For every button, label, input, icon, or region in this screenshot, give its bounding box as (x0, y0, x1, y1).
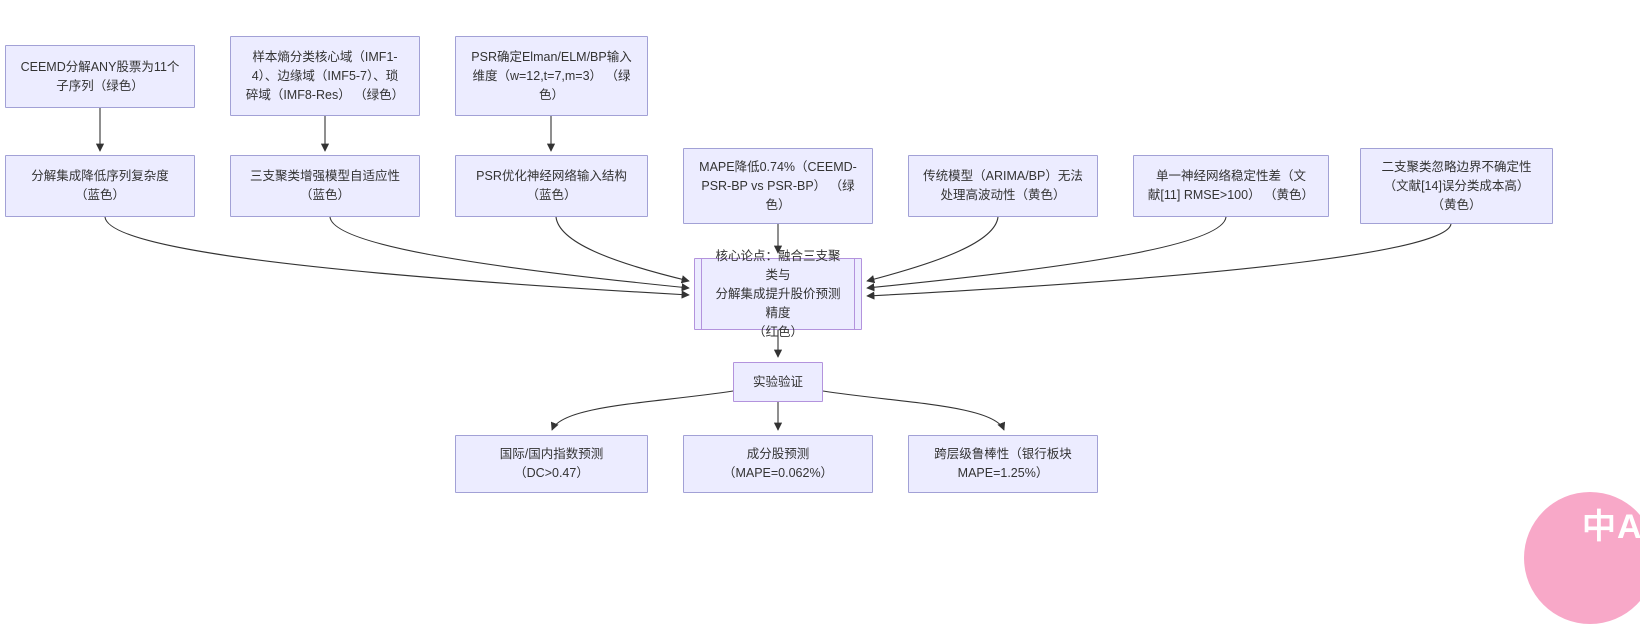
subroutine-left-bar (701, 259, 702, 329)
edge-layer (95, 108, 1452, 431)
edge-singlenn-to-core (866, 216, 1227, 292)
node-single-nn-label: 单一神经网络稳定性差（文 献[11] RMSE>100） （黄色） (1147, 169, 1315, 202)
node-psr-dimension: PSR确定Elman/ELM/BP输入 维度（w=12,t=7,m=3） （绿 … (455, 36, 648, 116)
edge-decomp-to-core (104, 216, 690, 299)
node-cross-level-robustness: 跨层级鲁棒性（银行板块 MAPE=1.25%） (908, 435, 1098, 493)
node-stock-pred-label: 成分股预测 （MAPE=0.062%） (722, 447, 834, 480)
node-three-way-label: 三支聚类增强模型自适应性 （蓝色） (249, 169, 400, 202)
node-experiment-label: 实验验证 (752, 374, 803, 389)
node-mape-label: MAPE降低0.74%（CEEMD- PSR-BP vs PSR-BP） （绿 … (699, 159, 857, 212)
edge-twoway-to-core (866, 223, 1452, 300)
node-robustness-label: 跨层级鲁棒性（银行板块 MAPE=1.25%） (934, 447, 1072, 480)
node-entropy-label: 样本熵分类核心域（IMF1- 4）、边缘域（IMF5-7）、琐 碎域（IMF8-… (245, 49, 405, 102)
node-psr-dim-label: PSR确定Elman/ELM/BP输入 维度（w=12,t=7,m=3） （绿 … (471, 49, 632, 102)
node-mape-reduction: MAPE降低0.74%（CEEMD- PSR-BP vs PSR-BP） （绿 … (683, 148, 873, 224)
node-psr-optimization: PSR优化神经网络输入结构 （蓝色） (455, 155, 648, 217)
flowchart-canvas: CEEMD分解ANY股票为11个 子序列（绿色） 样本熵分类核心域（IMF1- … (5, 36, 1640, 624)
node-index-pred-label: 国际/国内指数预测 （DC>0.47） (499, 447, 604, 480)
node-single-nn-instability: 单一神经网络稳定性差（文 献[11] RMSE>100） （黄色） (1133, 155, 1329, 217)
edge-experiment-to-indexpred (550, 390, 734, 431)
translate-logo-bubble[interactable]: 中A (1524, 492, 1640, 624)
node-core-label: 核心论点：融合三支聚类与 分解集成提升股价预测精度 （红色） (715, 248, 841, 339)
edge-experiment-to-robustness (822, 390, 1006, 431)
edge-threeway-to-core (329, 216, 690, 292)
node-two-way-label: 二支聚类忽略边界不确定性 （文献[14]误分类成本高） （黄色） (1381, 159, 1532, 212)
node-decomp-label: 分解集成降低序列复杂度 （蓝色） (31, 169, 169, 202)
node-psr-opt-label: PSR优化神经网络输入结构 （蓝色） (476, 169, 627, 202)
edge-traditional-to-core (866, 216, 999, 284)
node-traditional-label: 传统模型（ARIMA/BP）无法 处理高波动性（黄色） (923, 169, 1083, 202)
node-two-way-clustering-limit: 二支聚类忽略边界不确定性 （文献[14]误分类成本高） （黄色） (1360, 148, 1553, 224)
node-core-thesis: 核心论点：融合三支聚类与 分解集成提升股价预测精度 （红色） (694, 249, 862, 339)
subroutine-right-bar (854, 259, 855, 329)
node-three-way-clustering: 三支聚类增强模型自适应性 （蓝色） (230, 155, 420, 217)
node-sample-entropy: 样本熵分类核心域（IMF1- 4）、边缘域（IMF5-7）、琐 碎域（IMF8-… (230, 36, 420, 116)
node-constituent-stock-prediction: 成分股预测 （MAPE=0.062%） (683, 435, 873, 493)
node-experiment-validation: 实验验证 (733, 362, 823, 402)
node-ceemd-decomposition: CEEMD分解ANY股票为11个 子序列（绿色） (5, 45, 195, 108)
node-ceemd-label: CEEMD分解ANY股票为11个 子序列（绿色） (20, 59, 180, 93)
edge-psropt-to-core (555, 216, 690, 284)
node-decomposition-ensemble: 分解集成降低序列复杂度 （蓝色） (5, 155, 195, 217)
node-traditional-models: 传统模型（ARIMA/BP）无法 处理高波动性（黄色） (908, 155, 1098, 217)
node-index-prediction: 国际/国内指数预测 （DC>0.47） (455, 435, 648, 493)
translate-logo-text: 中A (1582, 508, 1640, 546)
